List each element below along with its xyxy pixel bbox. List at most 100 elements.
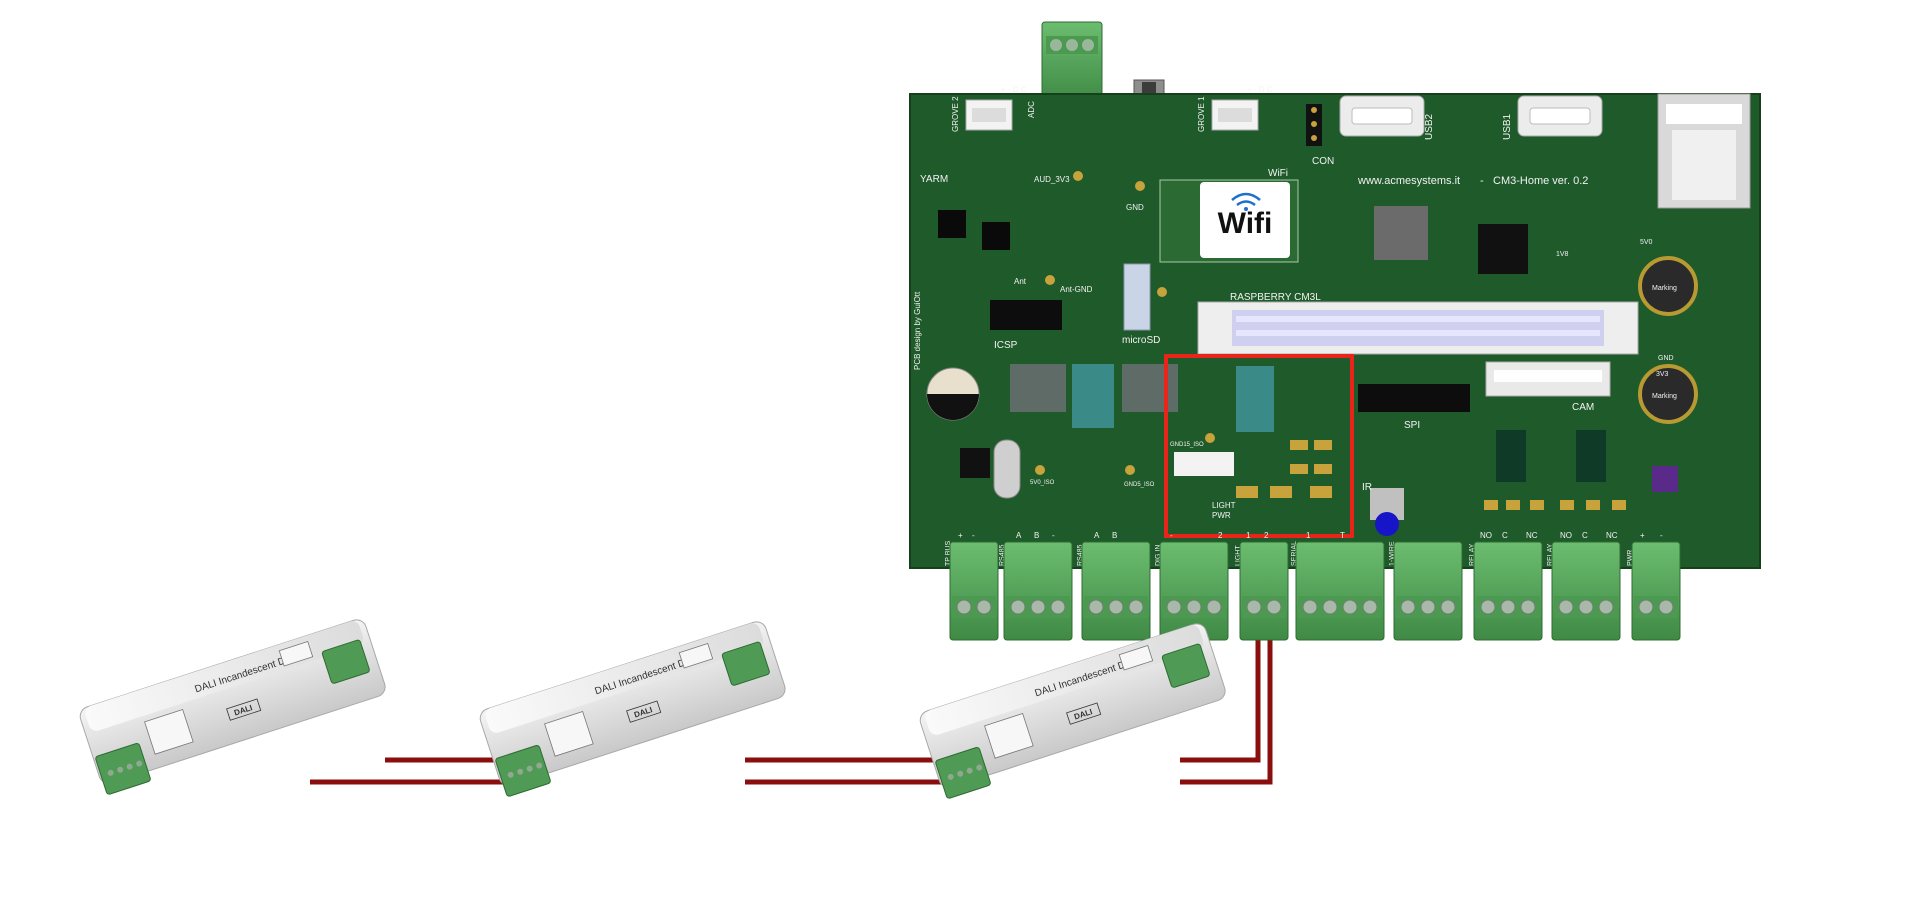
terminal-label-relay-2: RELAY xyxy=(1547,543,1554,566)
cam-connector xyxy=(1485,361,1611,397)
grove2-label: GROVE 2 xyxy=(951,96,960,132)
gnd-label: GND xyxy=(1126,203,1144,212)
icsp-header xyxy=(990,300,1062,330)
yarm-label: YARM xyxy=(920,174,948,185)
marking-label-2: Marking xyxy=(1652,393,1677,400)
dali-wire-b xyxy=(1180,632,1273,785)
con-label: CON xyxy=(1312,156,1334,167)
5v0-iso-label: 5V0_ISO xyxy=(1030,480,1055,486)
grove1-label: GROVE 1 xyxy=(1197,96,1206,132)
pin-label: C xyxy=(1582,531,1588,540)
pin-label: + xyxy=(1640,531,1645,540)
terminal-block-4 xyxy=(1159,541,1229,641)
designer-label: PCB design by GuiOtt xyxy=(913,291,922,370)
terminal-label-rs485-1: RS485 xyxy=(999,544,1006,566)
con-header xyxy=(1306,104,1322,146)
raspberry-cm3l-socket xyxy=(1197,301,1639,355)
pin-label: 1 xyxy=(1246,531,1251,540)
pin-label: NC xyxy=(1526,531,1538,540)
cam-label: CAM xyxy=(1572,402,1594,413)
pin-label: NO xyxy=(1480,531,1492,540)
inductors xyxy=(1638,256,1698,424)
cm3-home-board: Wifi xyxy=(909,85,1761,569)
terminal-label-dig-in: DIG IN xyxy=(1155,545,1162,566)
terminal-block-10 xyxy=(1631,541,1681,641)
microsd-label: microSD xyxy=(1122,335,1160,346)
pin-label: 1 xyxy=(1306,531,1311,540)
grove-pins-2: + - D C xyxy=(1001,85,1027,94)
pin-label: NO xyxy=(1560,531,1572,540)
ethernet-port xyxy=(1657,93,1751,209)
terminal-label-serial: SERIAL xyxy=(1291,541,1298,566)
usb2-port xyxy=(1339,95,1425,137)
terminal-block-7 xyxy=(1393,541,1463,641)
marking-label-1: Marking xyxy=(1652,285,1677,292)
pin-label: B xyxy=(1034,531,1039,540)
usb1-port xyxy=(1517,95,1603,137)
light-label: LIGHT xyxy=(1212,501,1236,510)
pin-label: B xyxy=(1112,531,1117,540)
terminal-blocks xyxy=(949,541,1681,641)
terminal-label-tp-bus: TP BUS xyxy=(945,541,952,566)
terminal-labels: TP BUS RS485 RS485 DIG IN LIGHT SERIAL 1… xyxy=(945,541,1634,566)
coin-battery xyxy=(926,367,980,421)
icsp-label: ICSP xyxy=(994,340,1018,351)
board-labels: www.acmesystems.it - CM3-Home ver. 0.2 R… xyxy=(913,85,1677,520)
terminal-block-1 xyxy=(949,541,999,641)
board-url-separator: - xyxy=(1480,175,1484,187)
pin-label: NC xyxy=(1606,531,1618,540)
ir-receiver xyxy=(1370,488,1404,536)
gnd5-iso-label: GND5_ISO xyxy=(1124,482,1155,488)
board-model: CM3-Home ver. 0.2 xyxy=(1493,175,1588,187)
raspberry-label: RASPBERRY CM3L xyxy=(1230,292,1321,303)
pin-label: 2 xyxy=(1264,531,1269,540)
gnd2-label: GND xyxy=(1658,355,1674,362)
crystal-oscillator xyxy=(993,439,1021,499)
usb1-label: USB1 xyxy=(1502,113,1513,140)
terminal-label-rs485-2: RS485 xyxy=(1077,544,1084,566)
ic-chips xyxy=(938,206,1678,492)
terminal-block-9 xyxy=(1551,541,1621,641)
grove1-connector xyxy=(1211,99,1259,131)
wifi-icon xyxy=(1231,192,1261,207)
terminal-block-6 xyxy=(1295,541,1385,641)
ir-label: IR xyxy=(1362,482,1372,493)
terminal-label-relay-1: RELAY xyxy=(1469,543,1476,566)
smd-components xyxy=(1035,171,1626,510)
3v3-label: 3V3 xyxy=(1656,371,1669,378)
terminal-block-5 xyxy=(1239,541,1289,641)
5v0-label: 5V0 xyxy=(1640,239,1653,246)
pin-label: T xyxy=(1340,531,1345,540)
gnd15-iso-label: GND15_ISO xyxy=(1170,442,1204,448)
dali-section-ic xyxy=(1174,452,1234,476)
pwr-label: PWR xyxy=(1212,511,1231,520)
pin-label: A xyxy=(1094,531,1100,540)
pin-label: - xyxy=(972,531,975,540)
terminal-block-8 xyxy=(1473,541,1543,641)
terminal-label-pwr: PWR xyxy=(1627,550,1634,566)
spi-header xyxy=(1358,384,1470,412)
terminal-label-light: LIGHT xyxy=(1235,545,1242,566)
grove-pins-1: + - D C xyxy=(1247,85,1273,94)
1v8-label: 1V8 xyxy=(1556,251,1569,258)
pin-label: - xyxy=(1052,531,1055,540)
aud-3v3-label: AUD_3V3 xyxy=(1034,175,1070,184)
pin-label: - xyxy=(1660,531,1663,540)
pin-label: 2 xyxy=(1218,531,1223,540)
dali-section-highlight xyxy=(1164,354,1354,538)
terminal-label-1wire: 1-WIRE xyxy=(1389,541,1396,566)
pin-label: - xyxy=(1170,531,1173,540)
ant-gnd-label: Ant-GND xyxy=(1060,285,1093,294)
terminal-block-3 xyxy=(1081,541,1151,641)
pin-label: C xyxy=(1502,531,1508,540)
wifi-module: Wifi xyxy=(1159,179,1299,263)
adc-label: ADC xyxy=(1027,101,1036,118)
wifi-logo-text: Wifi xyxy=(1218,207,1273,240)
dali-wire-a xyxy=(1180,632,1261,763)
terminal-block-2 xyxy=(1003,541,1073,641)
